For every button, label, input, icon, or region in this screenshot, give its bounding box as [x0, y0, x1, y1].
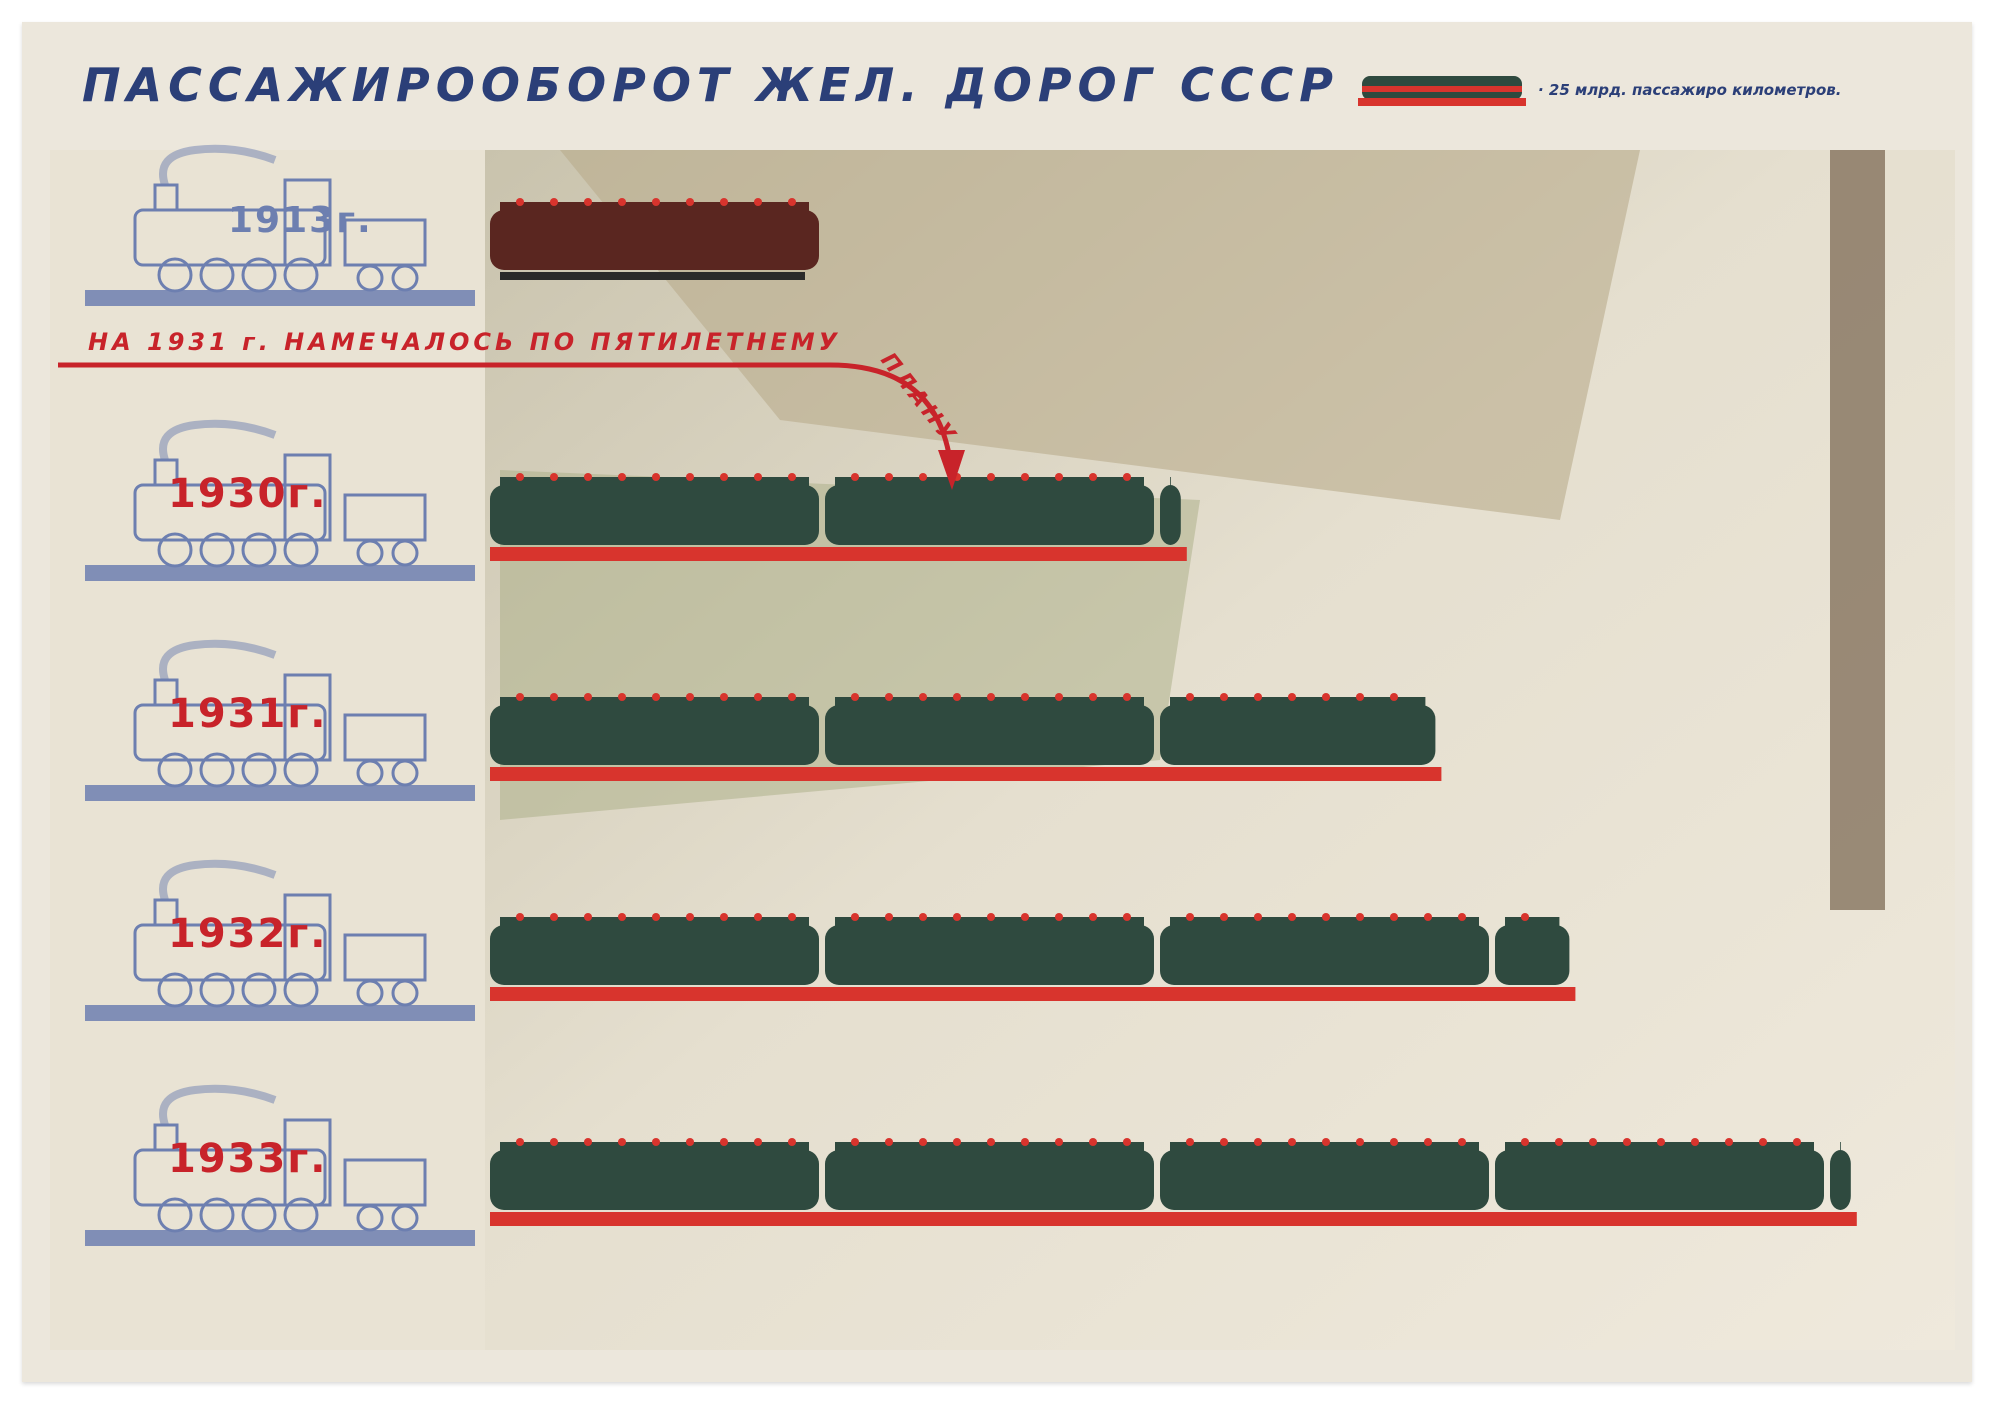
- chart-row: 1930г.: [85, 419, 1187, 581]
- chart-row: 1913г.: [85, 144, 819, 306]
- legend: · 25 млрд. пассажиро километров.: [1358, 70, 1841, 110]
- plan-arrow-icon: [938, 450, 965, 490]
- platform-pillar: [1830, 150, 1885, 910]
- tick-label: 1931г.: [168, 691, 327, 737]
- bar: [490, 198, 819, 280]
- steam-locomotive-icon: [85, 639, 475, 801]
- steam-locomotive-icon: [85, 144, 475, 306]
- legend-car-icon: [1358, 76, 1526, 106]
- tick-label: 1933г.: [168, 1136, 327, 1182]
- tick-label: 1930г.: [168, 471, 327, 517]
- steam-locomotive-icon: [85, 859, 475, 1021]
- bar: [490, 913, 1576, 1001]
- bar: [490, 473, 1187, 561]
- chart-row: 1933г.: [85, 1084, 1857, 1246]
- background-train-roof: [560, 150, 1640, 520]
- plan-line: [58, 362, 953, 461]
- steam-locomotive-icon: [85, 1084, 475, 1246]
- tick-label: 1932г.: [168, 911, 327, 957]
- plan-label: НА 1931 г. НАМЕЧАЛОСЬ ПО ПЯТИЛЕТНЕМУ: [88, 328, 841, 356]
- bar: [490, 1138, 1857, 1226]
- steam-locomotive-icon: [85, 419, 475, 581]
- bar: [490, 693, 1442, 781]
- legend-unit-text: · 25 млрд. пассажиро километров.: [1538, 81, 1842, 99]
- chart-row: 1932г.: [85, 859, 1576, 1021]
- page-title: ПАССАЖИРООБОРОТ ЖЕЛ. ДОРОГ СССР: [82, 58, 1339, 112]
- tick-label: 1913г.: [228, 200, 373, 241]
- chart-row: 1931г.: [85, 639, 1442, 801]
